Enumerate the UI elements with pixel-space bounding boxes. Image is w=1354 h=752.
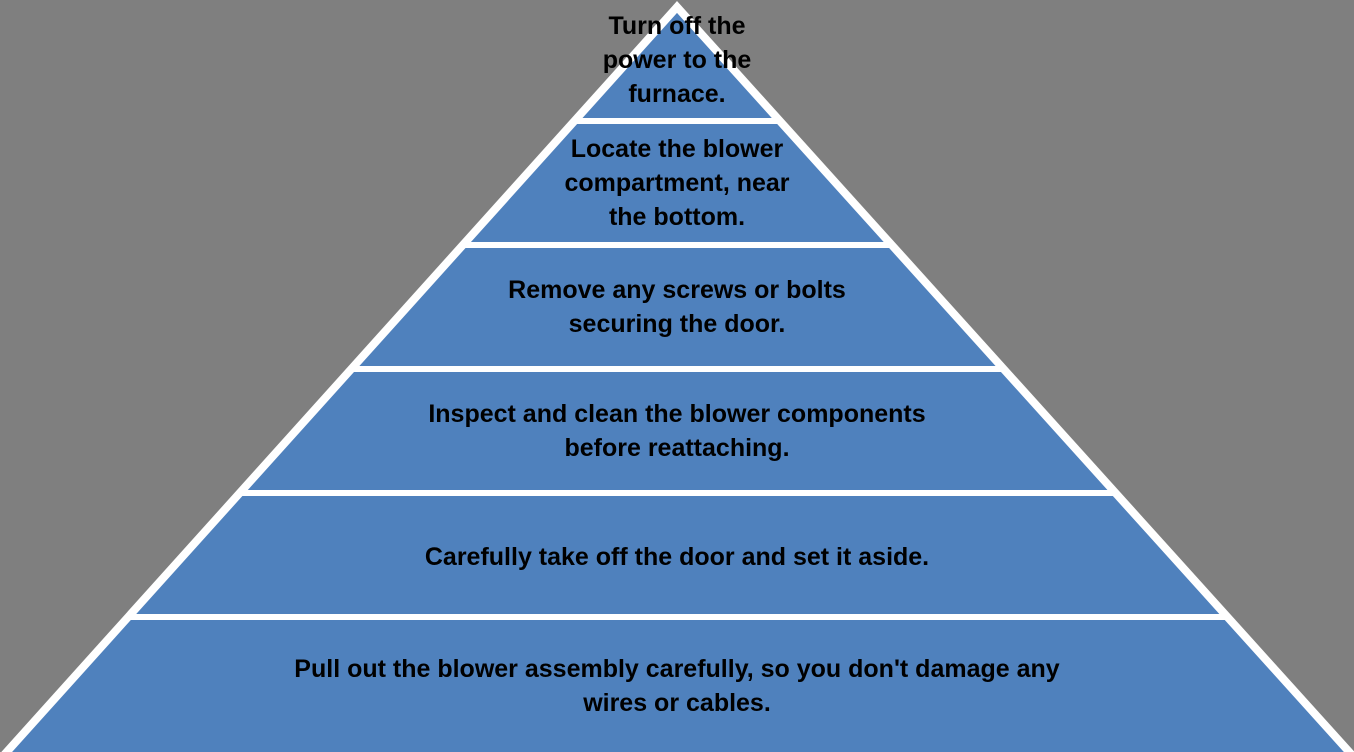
pyramid-shape	[6, 7, 1350, 752]
separator-line-2	[0, 242, 1354, 248]
level-separators	[0, 118, 1354, 620]
separator-line-3	[0, 366, 1354, 372]
separator-line-4	[0, 490, 1354, 496]
separator-line-5	[0, 614, 1354, 620]
separator-line-1	[0, 118, 1354, 124]
